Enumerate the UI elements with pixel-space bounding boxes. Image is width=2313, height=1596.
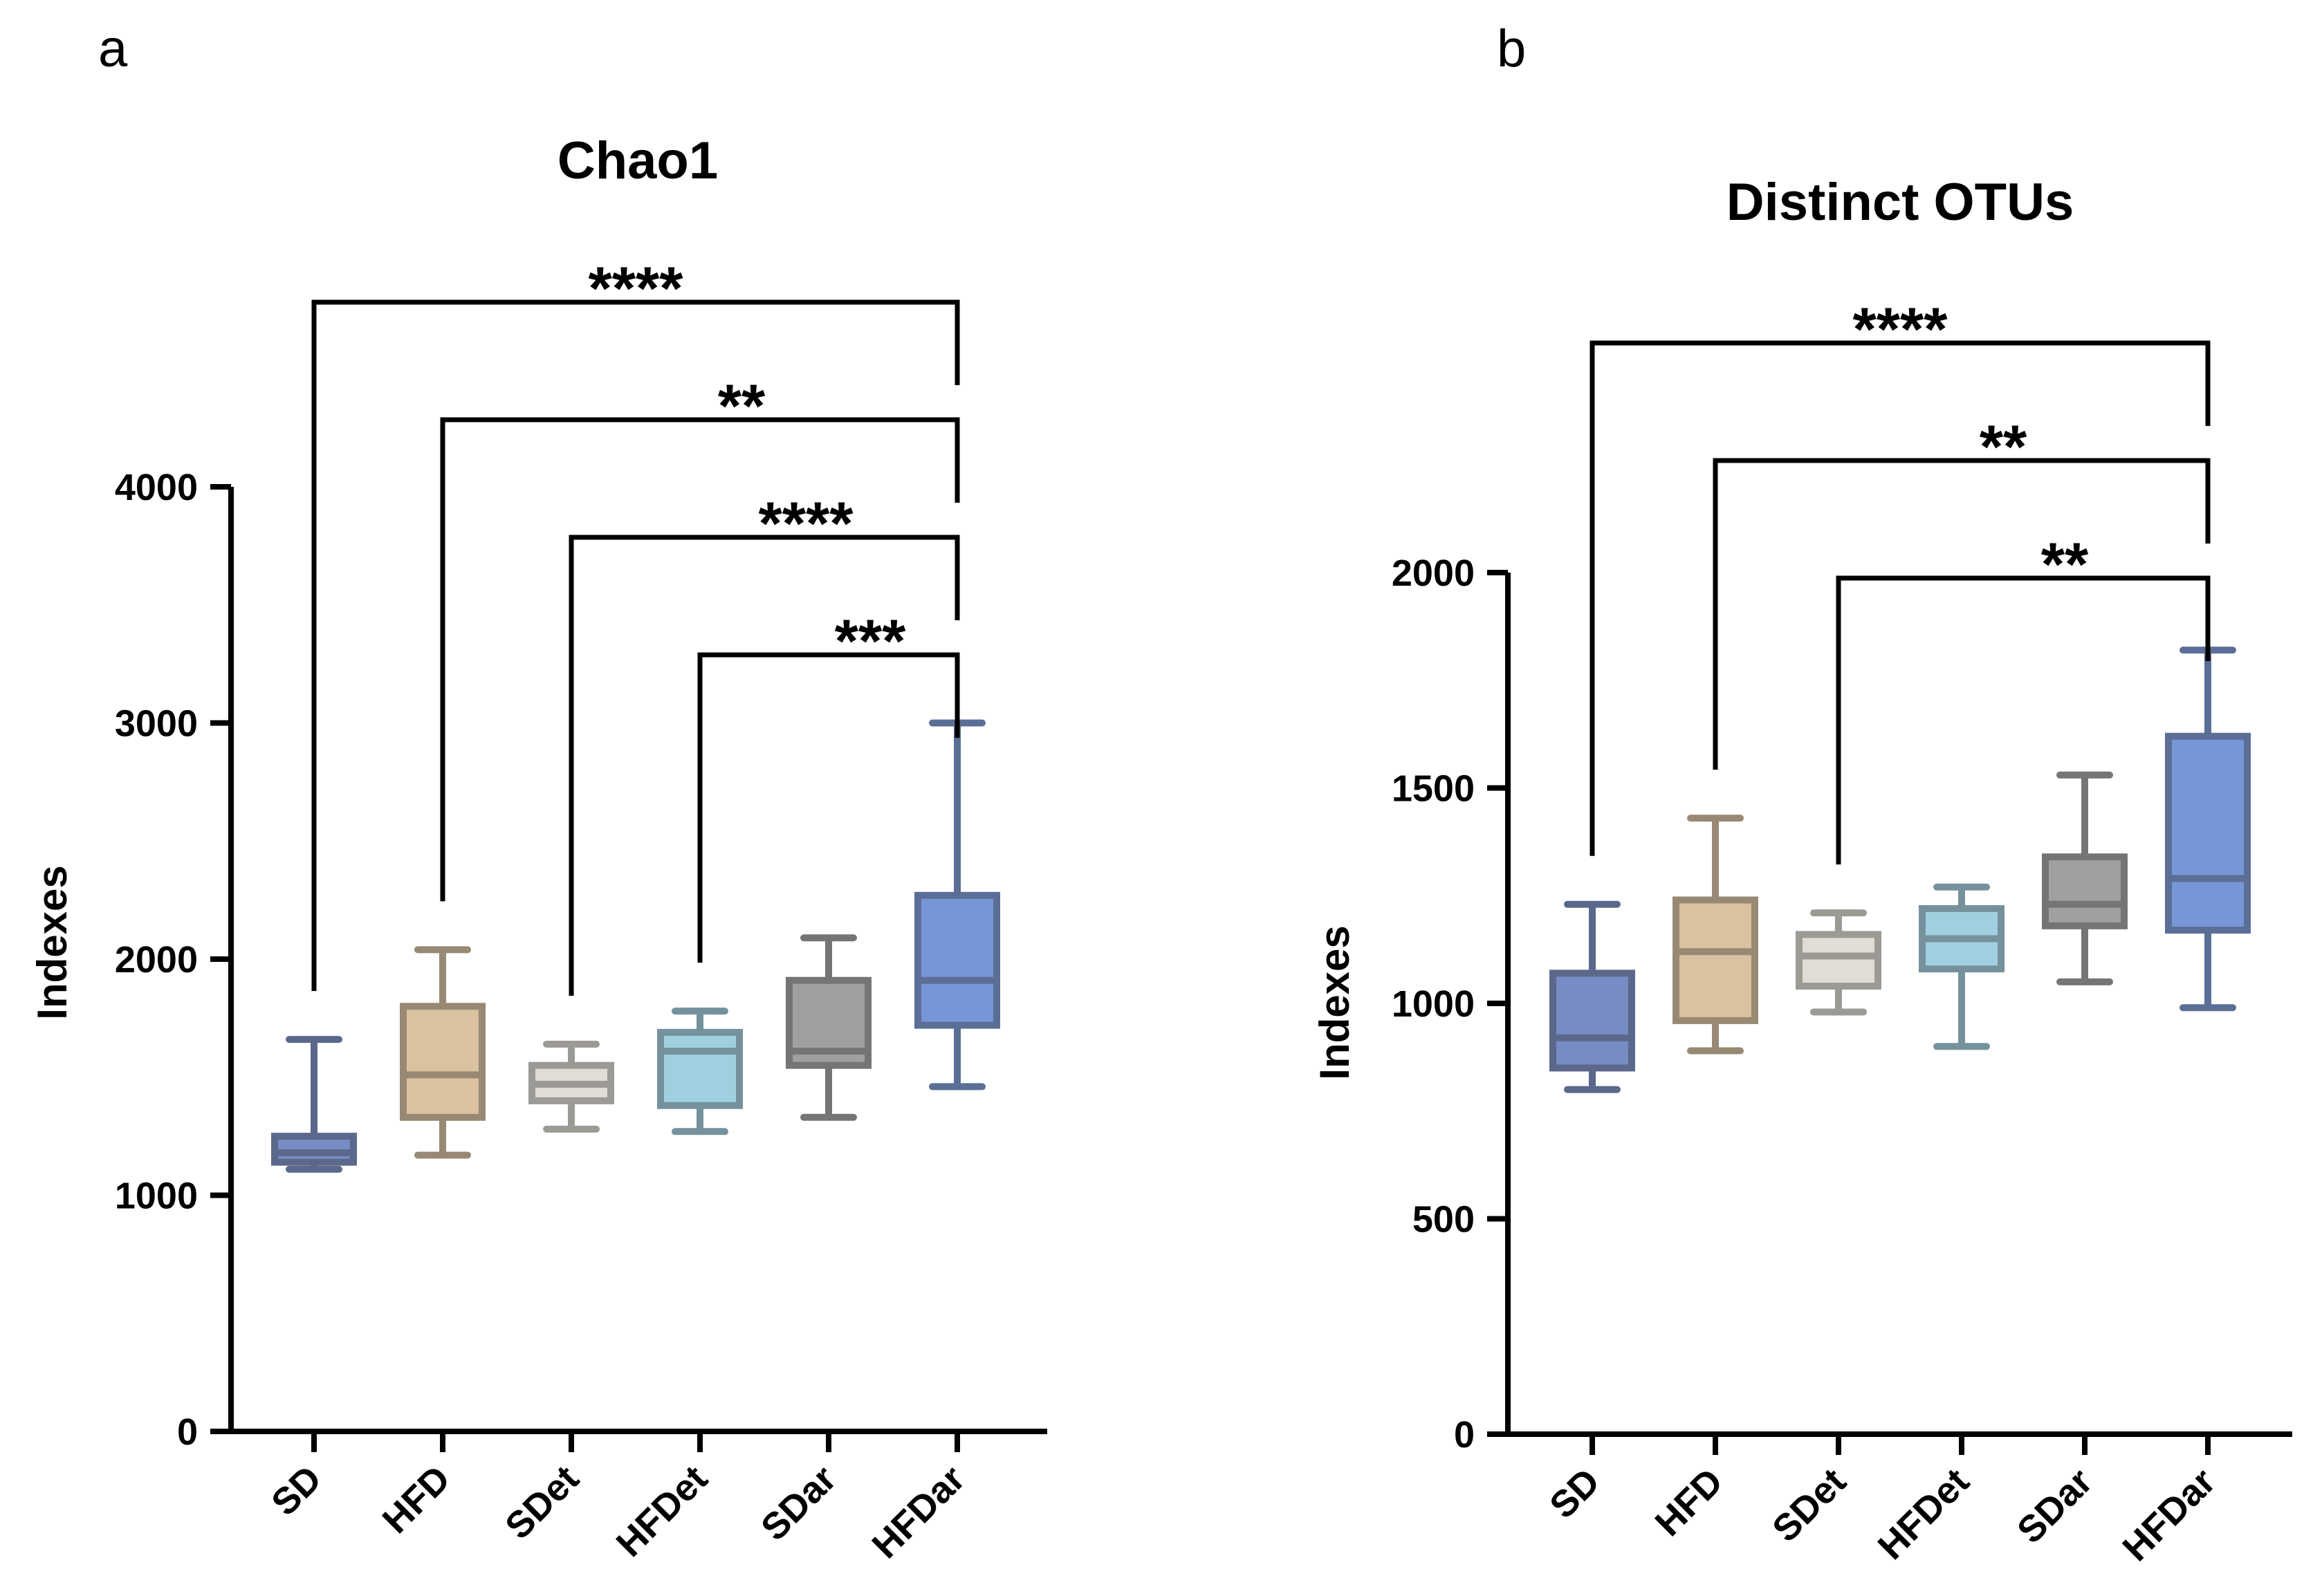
panel-b-y-axis-label: Indexes [1311, 925, 1358, 1079]
box-iqr [914, 891, 1000, 1029]
bracket-line [440, 417, 960, 902]
x-category-label: HFDet [609, 1458, 716, 1565]
box-sd [271, 1036, 357, 1173]
bracket-line [311, 299, 960, 992]
panel-a-y-axis-label: Indexes [29, 865, 75, 1019]
y-tick-label: 1000 [115, 1176, 198, 1217]
y-tick-label: 3000 [115, 703, 198, 745]
panel-b-significance: ******** [1589, 295, 2211, 865]
box-iqr [2042, 853, 2128, 929]
significance-bracket: ** [1836, 530, 2211, 865]
box-sd [1549, 900, 1635, 1093]
y-tick-label: 1500 [1392, 768, 1475, 810]
x-category-label: SDet [497, 1458, 587, 1547]
bracket-line [1713, 458, 2211, 770]
panel-b-boxes [1549, 647, 2251, 1093]
significance-label: *** [835, 606, 906, 675]
significance-label: **** [589, 254, 684, 322]
y-tick-label: 1000 [1392, 983, 1475, 1025]
panel-a-significance: ************* [311, 254, 960, 996]
x-category-label: HFD [1648, 1460, 1731, 1544]
box-iqr [2165, 732, 2251, 934]
box-iqr [657, 1028, 743, 1109]
significance-label: ** [718, 371, 766, 440]
y-tick-label: 2000 [115, 939, 198, 981]
y-tick-label: 4000 [115, 467, 198, 508]
box-iqr [1549, 969, 1635, 1072]
panel-b-letter: b [1497, 19, 1526, 78]
box-hfd [1672, 815, 1758, 1055]
bracket-line [1589, 340, 2211, 856]
x-category-label: SD [1542, 1460, 1607, 1526]
x-category-label: SDar [753, 1458, 845, 1549]
box-iqr [400, 1003, 486, 1121]
box-sdar [2042, 771, 2128, 985]
box-hfdar [914, 719, 1000, 1091]
bracket-line [569, 535, 960, 996]
x-category-label: HFDar [864, 1458, 973, 1566]
y-tick-label: 2000 [1392, 553, 1475, 594]
box-iqr [1796, 931, 1881, 990]
box-hfdar [2165, 647, 2251, 1012]
box-iqr [1672, 896, 1758, 1024]
significance-label: **** [759, 489, 854, 557]
significance-bracket: ** [1713, 412, 2211, 770]
significance-label: ** [1980, 412, 2027, 481]
box-hfd [400, 946, 486, 1159]
bracket-line [697, 652, 960, 963]
x-category-label: SDet [1764, 1460, 1854, 1550]
panel-a-title: Chao1 [557, 131, 718, 190]
panel-b: b Distinct OTUs Indexes 0 500 1000 1500 2000… [1311, 19, 2292, 1569]
panel-a-boxes [271, 719, 1000, 1173]
box-sdet [528, 1040, 614, 1133]
x-category-label: HFDet [1870, 1460, 1978, 1568]
significance-bracket: **** [311, 254, 960, 992]
x-category-label: SDar [2009, 1460, 2101, 1552]
significance-bracket: *** [697, 606, 960, 963]
x-category-label: HFD [375, 1458, 459, 1541]
panel-b-title: Distinct OTUs [1726, 173, 2074, 232]
significance-label: ** [2041, 530, 2089, 598]
significance-bracket: **** [1589, 295, 2211, 856]
y-tick-label: 0 [177, 1411, 198, 1453]
significance-label: **** [1853, 295, 1948, 363]
significance-bracket: ** [440, 371, 960, 902]
box-hfdet [1919, 883, 2005, 1050]
box-sdet [1796, 909, 1881, 1016]
box-sdar [786, 934, 872, 1121]
y-tick-label: 500 [1412, 1199, 1475, 1241]
bracket-line [1836, 575, 2211, 865]
panel-a-letter: a [98, 19, 128, 78]
x-category-label: HFDar [2114, 1460, 2223, 1569]
x-category-label: SD [264, 1458, 329, 1523]
box-iqr [271, 1133, 357, 1166]
significance-bracket: **** [569, 489, 960, 996]
box-hfdet [657, 1008, 743, 1135]
y-tick-label: 0 [1454, 1414, 1475, 1456]
